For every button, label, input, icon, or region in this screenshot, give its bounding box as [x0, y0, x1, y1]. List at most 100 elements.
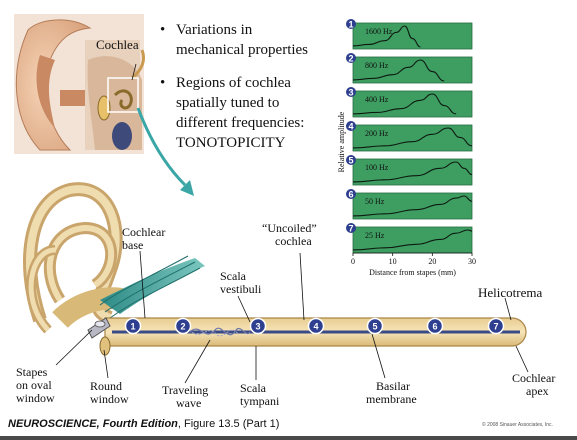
label-stapes: Stapes on oval window [16, 366, 55, 405]
series-line [352, 229, 473, 251]
series-line [352, 59, 445, 82]
label-line: “Uncoiled” [262, 221, 317, 235]
label-line: on oval [16, 378, 52, 392]
position-number: 2 [180, 322, 185, 332]
position-marker [487, 317, 505, 335]
label-line: wave [176, 396, 202, 410]
label-line: Round [90, 379, 123, 393]
label-cochlear-base: Cochlear base [122, 226, 165, 252]
panel-number: 7 [348, 224, 353, 234]
series-line [352, 93, 457, 115]
series-line [352, 127, 473, 149]
caption-figure: , Figure 13.5 (Part 1) [177, 418, 280, 430]
label-line: window [16, 391, 55, 405]
label-line: Basilar [376, 379, 410, 393]
caption-title: NEUROSCIENCE, Fourth Edition [8, 418, 178, 430]
x-tick-label: 10 [389, 257, 397, 266]
panel-number: 3 [348, 88, 353, 98]
x-tick-label: 0 [351, 257, 355, 266]
panel-number-badge [346, 19, 356, 29]
panel-number-badge [346, 189, 356, 199]
label-helicotrema: Helicotrema [478, 285, 543, 300]
bullet-line: Regions of cochlea [176, 75, 291, 91]
position-marker [366, 317, 384, 335]
label-basilar-membrane: Basilar membrane [366, 380, 417, 406]
x-axis-label: Distance from stapes (mm) [369, 268, 456, 277]
zoom-arrow [136, 107, 187, 187]
bullet-line: mechanical properties [176, 42, 309, 58]
series-line [352, 195, 473, 217]
position-number: 7 [493, 322, 498, 332]
series-label: 200 Hz [365, 129, 389, 138]
panel-number-badge [346, 155, 356, 165]
label-round-window: Round window [90, 380, 129, 406]
panel-number-badge [346, 223, 356, 233]
panel-number: 2 [348, 54, 353, 64]
copyright: © 2008 Sinauer Associates, Inc. [482, 422, 553, 428]
label-line: window [90, 392, 129, 406]
label-line: membrane [366, 392, 417, 406]
label-line: apex [526, 384, 549, 398]
x-tick-label: 30 [468, 257, 476, 266]
cochlea-leader [131, 63, 137, 81]
label-line: base [122, 238, 144, 252]
label-line: Cochlear [122, 225, 166, 239]
series-label: 800 Hz [365, 61, 389, 70]
ear-illustration [14, 14, 146, 154]
label-line: Scala [220, 269, 246, 283]
label-line: tympani [240, 394, 280, 408]
label-line: Scala [240, 381, 266, 395]
label-line: Cochlear [512, 371, 556, 385]
label-cochlea: Cochlea [96, 37, 139, 52]
label-cochlear-apex: Cochlear apex [512, 372, 555, 398]
panel-number: 5 [348, 156, 353, 166]
label-line: cochlea [275, 234, 312, 248]
position-marker [307, 317, 325, 335]
series-label: 50 Hz [365, 197, 385, 206]
traveling-wave [189, 327, 251, 336]
panel-number-badge [346, 121, 356, 131]
position-marker [426, 317, 444, 335]
position-marker [124, 317, 142, 335]
label-uncoiled-cochlea: “Uncoiled” cochlea [262, 222, 317, 248]
bullet-line: spatially tuned to [176, 95, 280, 111]
label-line: Traveling [162, 383, 209, 397]
series-label: 100 Hz [365, 163, 389, 172]
label-scala-tympani: Scala tympani [240, 382, 279, 408]
stapes [87, 317, 111, 339]
label-line: Stapes [16, 365, 48, 379]
bullet-line: TONOTOPICITY [176, 135, 286, 151]
series-line [352, 161, 473, 183]
position-number: 6 [432, 322, 437, 332]
position-number: 1 [130, 322, 135, 332]
tuning-curve-chart: 1600 Hz 1 800 Hz 2 400 Hz 3 200 Hz 4 100 Hz 5 50 H… [337, 19, 476, 277]
label-line: vestibuli [220, 282, 262, 296]
label-scala-vestibuli: Scala vestibuli [220, 270, 261, 296]
label-traveling-wave: Traveling wave [162, 384, 208, 410]
panel-number-badge [346, 53, 356, 63]
series-label: 25 Hz [365, 231, 385, 240]
round-window [99, 336, 111, 356]
panel-number: 4 [348, 122, 353, 132]
figure-caption: NEUROSCIENCE, Fourth Edition, Figure 13.… [8, 418, 279, 430]
position-number: 4 [313, 322, 318, 332]
panel-number: 1 [348, 20, 353, 30]
leader-lines [55, 250, 529, 384]
x-tick-label: 20 [428, 257, 436, 266]
position-number: 5 [372, 322, 377, 332]
chart-panel [352, 22, 473, 50]
bullet-line: Variations in [176, 22, 253, 38]
series-label: 1600 Hz [365, 27, 393, 36]
panel-number: 6 [348, 190, 353, 200]
y-axis-label: Relative amplitude [337, 111, 346, 172]
series-line [352, 25, 421, 48]
position-number: 3 [255, 322, 260, 332]
position-marker [249, 317, 267, 335]
panel-number-badge [346, 87, 356, 97]
series-label: 400 Hz [365, 95, 389, 104]
bullet-line: different frequencies: [176, 115, 305, 131]
position-marker [174, 317, 192, 335]
position-markers: 1 2 3 4 5 6 7 [124, 317, 505, 335]
